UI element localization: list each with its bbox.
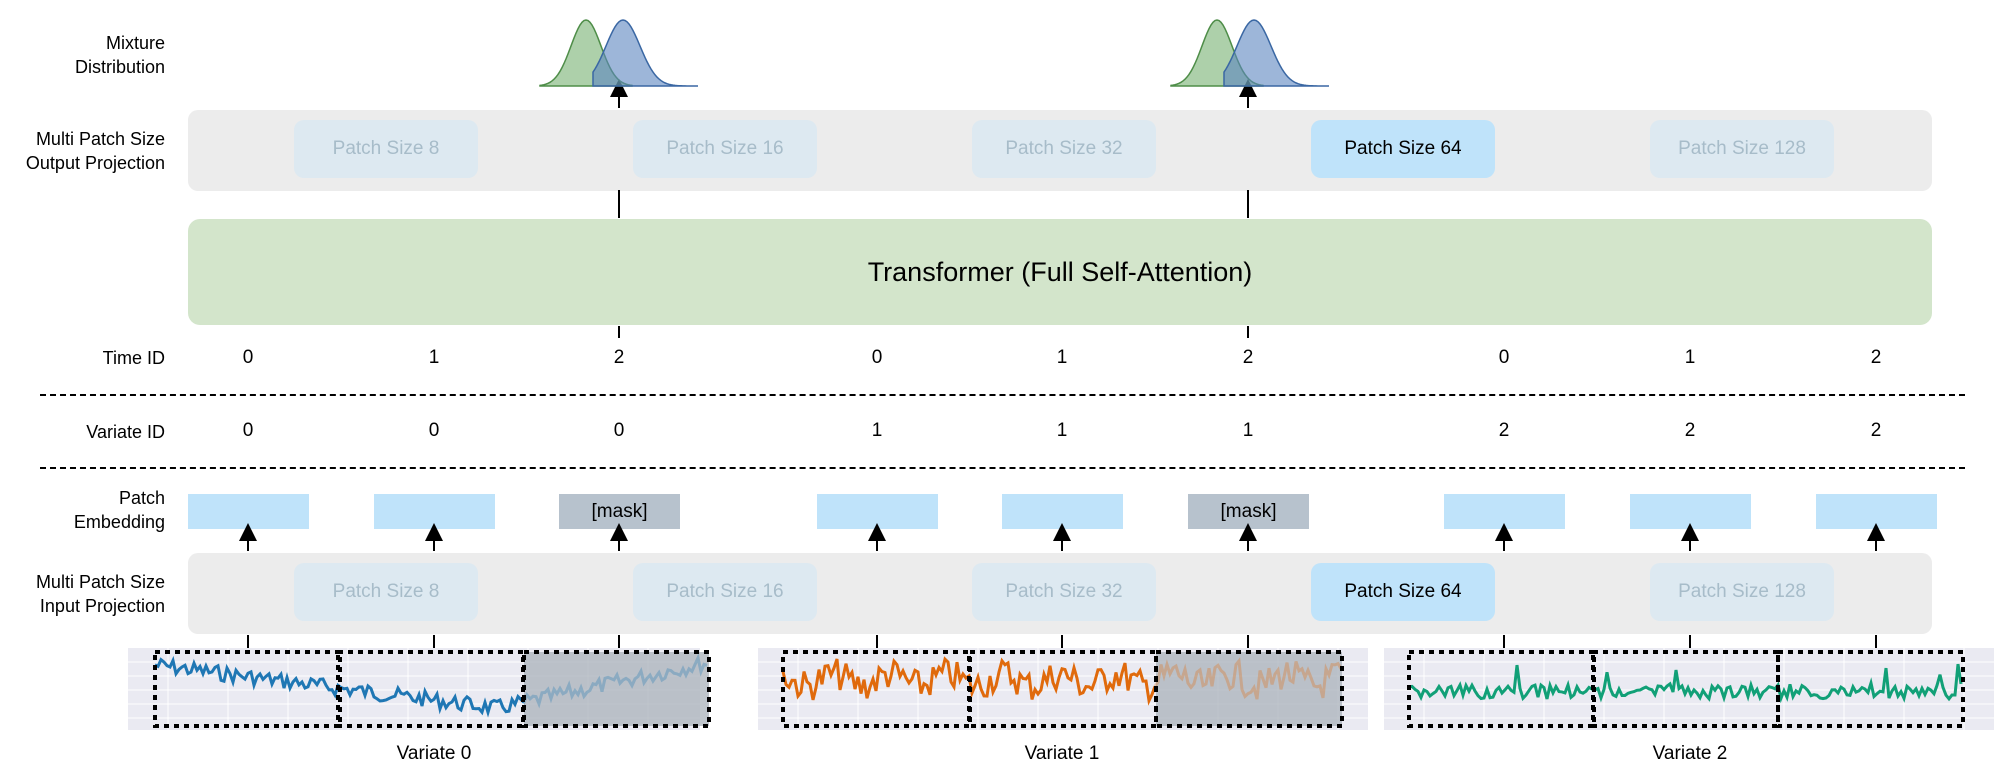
variate-id-value: 0 [428, 420, 440, 441]
series-line-masked [1153, 657, 1343, 700]
distribution-blue [1223, 19, 1330, 87]
patch-box [522, 650, 711, 728]
time-id-value: 1 [428, 347, 440, 368]
variate-caption: Variate 2 [1652, 743, 1728, 764]
time-id-value: 0 [242, 347, 254, 368]
output-patch-size-64-button[interactable]: Patch Size 64 [1311, 120, 1495, 178]
time-id-value: 2 [1870, 347, 1882, 368]
divider-top [40, 394, 1965, 396]
variate-caption: Variate 1 [1024, 743, 1100, 764]
variate-id-value: 0 [242, 420, 254, 441]
output-patch-size-32-button[interactable]: Patch Size 32 [972, 120, 1156, 178]
time-id-value: 2 [613, 347, 625, 368]
variate-caption: Variate 0 [396, 743, 472, 764]
variate-id-value: 1 [1056, 420, 1068, 441]
input-patch-size-128-button[interactable]: Patch Size 128 [1650, 563, 1834, 621]
time-id-value: 1 [1684, 347, 1696, 368]
output-patch-size-16-button[interactable]: Patch Size 16 [633, 120, 817, 178]
variate-id-value: 1 [1242, 420, 1254, 441]
series-line [1408, 663, 1963, 704]
distribution-blue [592, 19, 699, 87]
time-id-value: 1 [1056, 347, 1068, 368]
variate-id-value: 2 [1684, 420, 1696, 441]
input-patch-size-16-button[interactable]: Patch Size 16 [633, 563, 817, 621]
variate-id-value: 2 [1498, 420, 1510, 441]
input-patch-size-32-button[interactable]: Patch Size 32 [972, 563, 1156, 621]
label-variate-id: Variate ID [86, 422, 165, 442]
variate-id-value: 1 [871, 420, 883, 441]
patch-box [1154, 650, 1344, 728]
transformer-block: Transformer (Full Self-Attention) [188, 219, 1932, 325]
input-patch-size-64-button[interactable]: Patch Size 64 [1311, 563, 1495, 621]
output-patch-size-128-button[interactable]: Patch Size 128 [1650, 120, 1834, 178]
time-id-value: 2 [1242, 347, 1254, 368]
time-id-value: 0 [871, 347, 883, 368]
variate-id-value: 0 [613, 420, 625, 441]
mask-token: [mask] [1188, 494, 1309, 529]
divider-bottom [40, 467, 1965, 469]
output-patch-size-8-button[interactable]: Patch Size 8 [294, 120, 478, 178]
input-patch-size-8-button[interactable]: Patch Size 8 [294, 563, 478, 621]
series-line [781, 656, 1157, 706]
patch-box [1776, 650, 1965, 728]
series-line-masked [519, 653, 708, 709]
label-time-id: Time ID [102, 348, 165, 368]
time-id-value: 0 [1498, 347, 1510, 368]
masked-region [1156, 652, 1342, 726]
masked-region [524, 652, 709, 726]
variate-id-value: 2 [1870, 420, 1882, 441]
